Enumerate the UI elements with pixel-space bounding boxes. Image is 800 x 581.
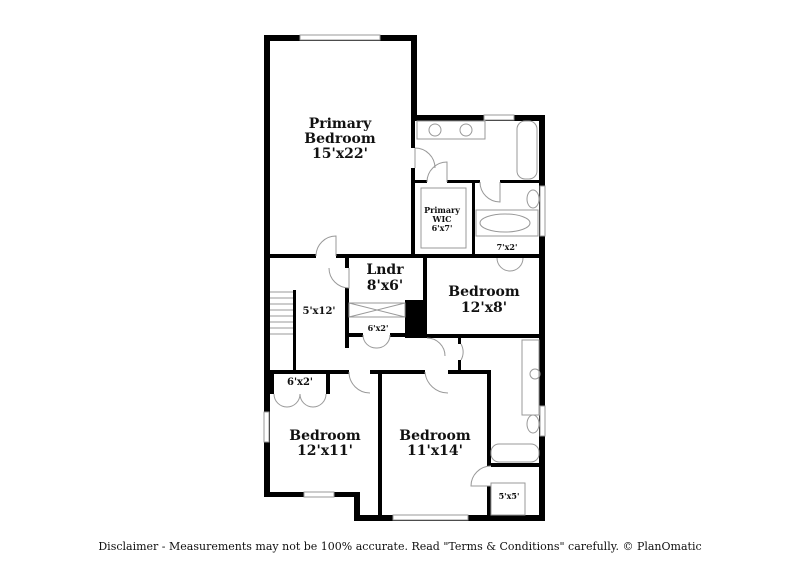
bedroom-12x11-label: Bedroom bbox=[289, 428, 361, 444]
hall-closet-size: 6'x2' bbox=[368, 323, 389, 333]
primary-wic-size: 6'x7' bbox=[432, 223, 453, 233]
stairs bbox=[270, 291, 293, 335]
primary-bedroom-label: Primary bbox=[309, 116, 372, 132]
primary-wic-label-2: WIC bbox=[431, 214, 451, 224]
bedroom-11x14-size: 11'x14' bbox=[407, 443, 463, 459]
disclaimer: Disclaimer - Measurements may not be 100… bbox=[98, 540, 702, 553]
primary-bedroom-label-2: Bedroom bbox=[304, 131, 376, 147]
hall-size: 5'x12' bbox=[303, 306, 336, 317]
fixtures bbox=[348, 120, 541, 516]
laundry-label: Lndr bbox=[366, 262, 404, 278]
primary-wic-label: Primary bbox=[424, 205, 460, 215]
bedroom-11x14-label: Bedroom bbox=[399, 428, 471, 444]
primary-bedroom-size: 15'x22' bbox=[312, 146, 368, 162]
bedroom-12x11-size: 12'x11' bbox=[297, 443, 353, 459]
bedroom-12x8-label: Bedroom bbox=[448, 284, 520, 300]
bedroom-closet-size: 6'x2' bbox=[287, 377, 313, 388]
doors[interactable] bbox=[273, 147, 524, 487]
bedroom-12x8-size: 12'x8' bbox=[461, 300, 507, 316]
laundry-size: 8'x6' bbox=[367, 278, 403, 294]
linen-closet-size: 7'x2' bbox=[497, 242, 518, 252]
windows bbox=[263, 34, 546, 521]
closet-5x5-size: 5'x5' bbox=[499, 491, 520, 501]
